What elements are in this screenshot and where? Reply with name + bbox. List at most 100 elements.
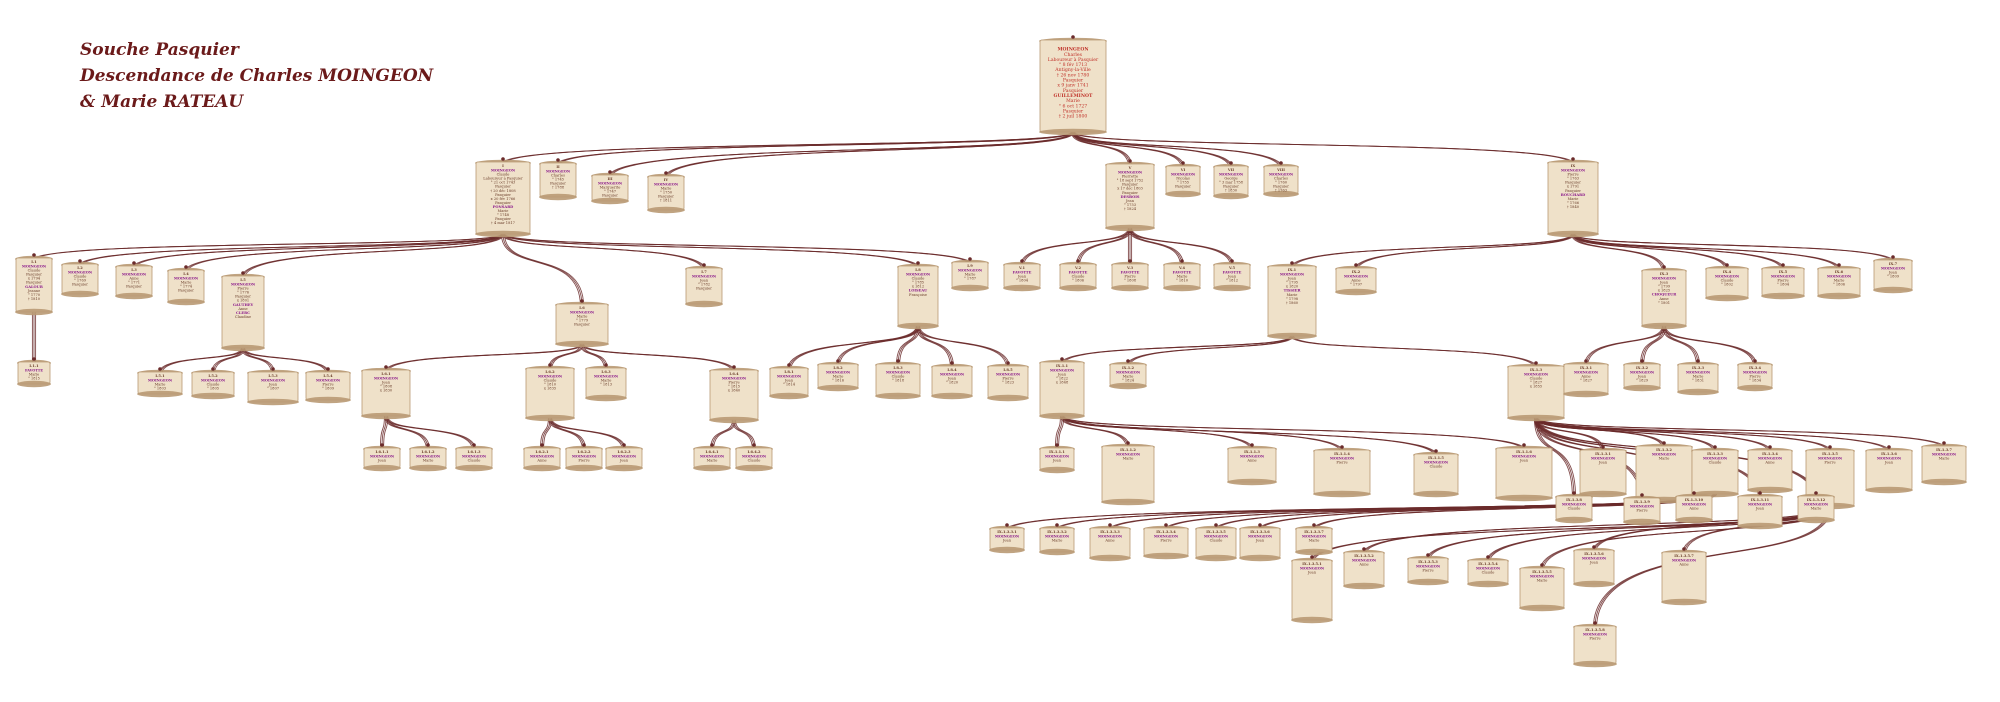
connector-line bbox=[1572, 233, 1840, 271]
connector-line bbox=[917, 325, 1009, 369]
connector-line bbox=[504, 233, 921, 269]
scroll-roll-bottom bbox=[1467, 580, 1509, 588]
person-name: MOINGEON bbox=[1771, 275, 1796, 279]
person-detail: Claude bbox=[468, 459, 481, 463]
scroll-knot bbox=[580, 299, 584, 303]
connector-line bbox=[1665, 325, 1758, 367]
person-detail: Jeanne bbox=[27, 289, 40, 293]
node-code: I bbox=[502, 164, 504, 168]
node-code: IV bbox=[664, 178, 669, 182]
connector-line bbox=[1059, 415, 1251, 451]
person-name: MOINGEON bbox=[1045, 455, 1070, 459]
scroll-knot bbox=[1768, 445, 1772, 449]
scroll-knot bbox=[1005, 523, 1009, 527]
node-code: IX.1.1.4 bbox=[1334, 452, 1350, 456]
scroll-roll-bottom bbox=[363, 464, 401, 472]
person-name: MOINGEON bbox=[416, 455, 441, 459]
node-code: I.8.3 bbox=[893, 366, 903, 370]
tree-subtitle-spouse: & Marie RATEAU bbox=[80, 92, 244, 112]
scroll-roll-bottom bbox=[1797, 516, 1835, 524]
person-name: MOINGEON bbox=[1240, 455, 1265, 459]
person-detail: Françoise bbox=[909, 293, 927, 297]
node-code: I.6.1.1 bbox=[376, 450, 389, 454]
scroll-knot bbox=[472, 443, 476, 447]
connector-line bbox=[607, 131, 1072, 178]
person-detail: x 9 janv 1741 bbox=[1057, 83, 1088, 89]
scroll-roll-bottom bbox=[1089, 554, 1131, 562]
person-name: CHOQUEUR bbox=[1652, 293, 1677, 297]
scroll-roll-bottom bbox=[1111, 284, 1149, 292]
person-detail: Pierrette bbox=[1122, 175, 1138, 179]
node-code: IX.1.3.5.7 bbox=[1674, 554, 1694, 558]
node-code: I.1.1 bbox=[29, 364, 39, 368]
node-code: IX.1.3.3.6 bbox=[1250, 530, 1270, 534]
scroll-roll-bottom bbox=[1213, 284, 1251, 292]
person-detail: Marie bbox=[1834, 279, 1845, 283]
person-name: FAVOTTE bbox=[1121, 271, 1140, 275]
person-detail: Claude bbox=[28, 269, 41, 273]
person-name: BOUCHARD bbox=[1561, 193, 1586, 197]
node-code: I.6.1.2 bbox=[422, 450, 435, 454]
node-code: IX.2 bbox=[1352, 270, 1361, 274]
scroll-knot bbox=[1229, 161, 1233, 165]
person-detail: † 1810 bbox=[28, 297, 41, 301]
connector-line bbox=[387, 415, 431, 451]
tree-title: Souche Pasquier bbox=[80, 40, 239, 60]
connector-line bbox=[157, 347, 242, 375]
person-detail: Antigny-la-Ville bbox=[1054, 67, 1091, 73]
connector-line bbox=[1129, 227, 1183, 267]
node-code: V.1 bbox=[1018, 266, 1025, 270]
person-detail: Pasquier bbox=[1063, 78, 1084, 84]
person-detail: Pasquier bbox=[1063, 88, 1084, 94]
person-detail: Anne bbox=[237, 307, 247, 311]
scroll-knot bbox=[241, 271, 245, 275]
connector-line bbox=[837, 325, 919, 367]
scroll-knot bbox=[1426, 553, 1430, 557]
node-code: V.3 bbox=[1126, 266, 1133, 270]
person-name: MOINGEON bbox=[1818, 457, 1843, 461]
person-detail: ° 1782 bbox=[698, 283, 710, 287]
scroll-knot bbox=[1592, 545, 1596, 549]
person-name: MOINGEON bbox=[1476, 567, 1501, 571]
person-detail: Claude bbox=[74, 275, 87, 279]
person-detail: ° 1805 bbox=[207, 387, 220, 391]
scroll-roll-bottom bbox=[455, 464, 493, 472]
person-detail: Anne bbox=[1104, 539, 1114, 543]
person-detail: Claude bbox=[1530, 377, 1543, 381]
scroll-roll-bottom bbox=[709, 416, 759, 424]
scroll-roll-bottom bbox=[525, 414, 575, 422]
person-name: MOINGEON bbox=[1269, 173, 1294, 177]
connector-line bbox=[385, 415, 475, 451]
person-name: MOINGEON bbox=[1352, 559, 1377, 563]
scroll-roll-bottom bbox=[1623, 518, 1661, 526]
person-detail: Marie bbox=[577, 315, 588, 319]
scroll-knot bbox=[1354, 263, 1358, 267]
person-detail: Claude bbox=[1482, 571, 1495, 575]
scroll-knot bbox=[1214, 523, 1218, 527]
person-name: MOINGEON bbox=[1416, 565, 1441, 569]
node-code: IX.6 bbox=[1835, 270, 1844, 274]
scroll-roll-bottom bbox=[1039, 128, 1107, 136]
person-detail: ° 1802 bbox=[1721, 283, 1733, 287]
person-name: MOINGEON bbox=[572, 455, 597, 459]
node-code: IX.1.3.9 bbox=[1634, 500, 1650, 504]
scroll-knot bbox=[1662, 441, 1666, 445]
scroll-roll-bottom bbox=[693, 464, 731, 472]
person-detail: Claude bbox=[1568, 507, 1581, 511]
scroll-knot bbox=[1060, 357, 1064, 361]
scroll-knot bbox=[1006, 361, 1010, 365]
person-detail: ° 1774 bbox=[180, 285, 193, 289]
connector-line bbox=[1570, 233, 1892, 263]
person-detail: Marie bbox=[1659, 457, 1670, 461]
person-detail: Anne bbox=[1580, 375, 1590, 379]
connector-line bbox=[1583, 325, 1663, 367]
